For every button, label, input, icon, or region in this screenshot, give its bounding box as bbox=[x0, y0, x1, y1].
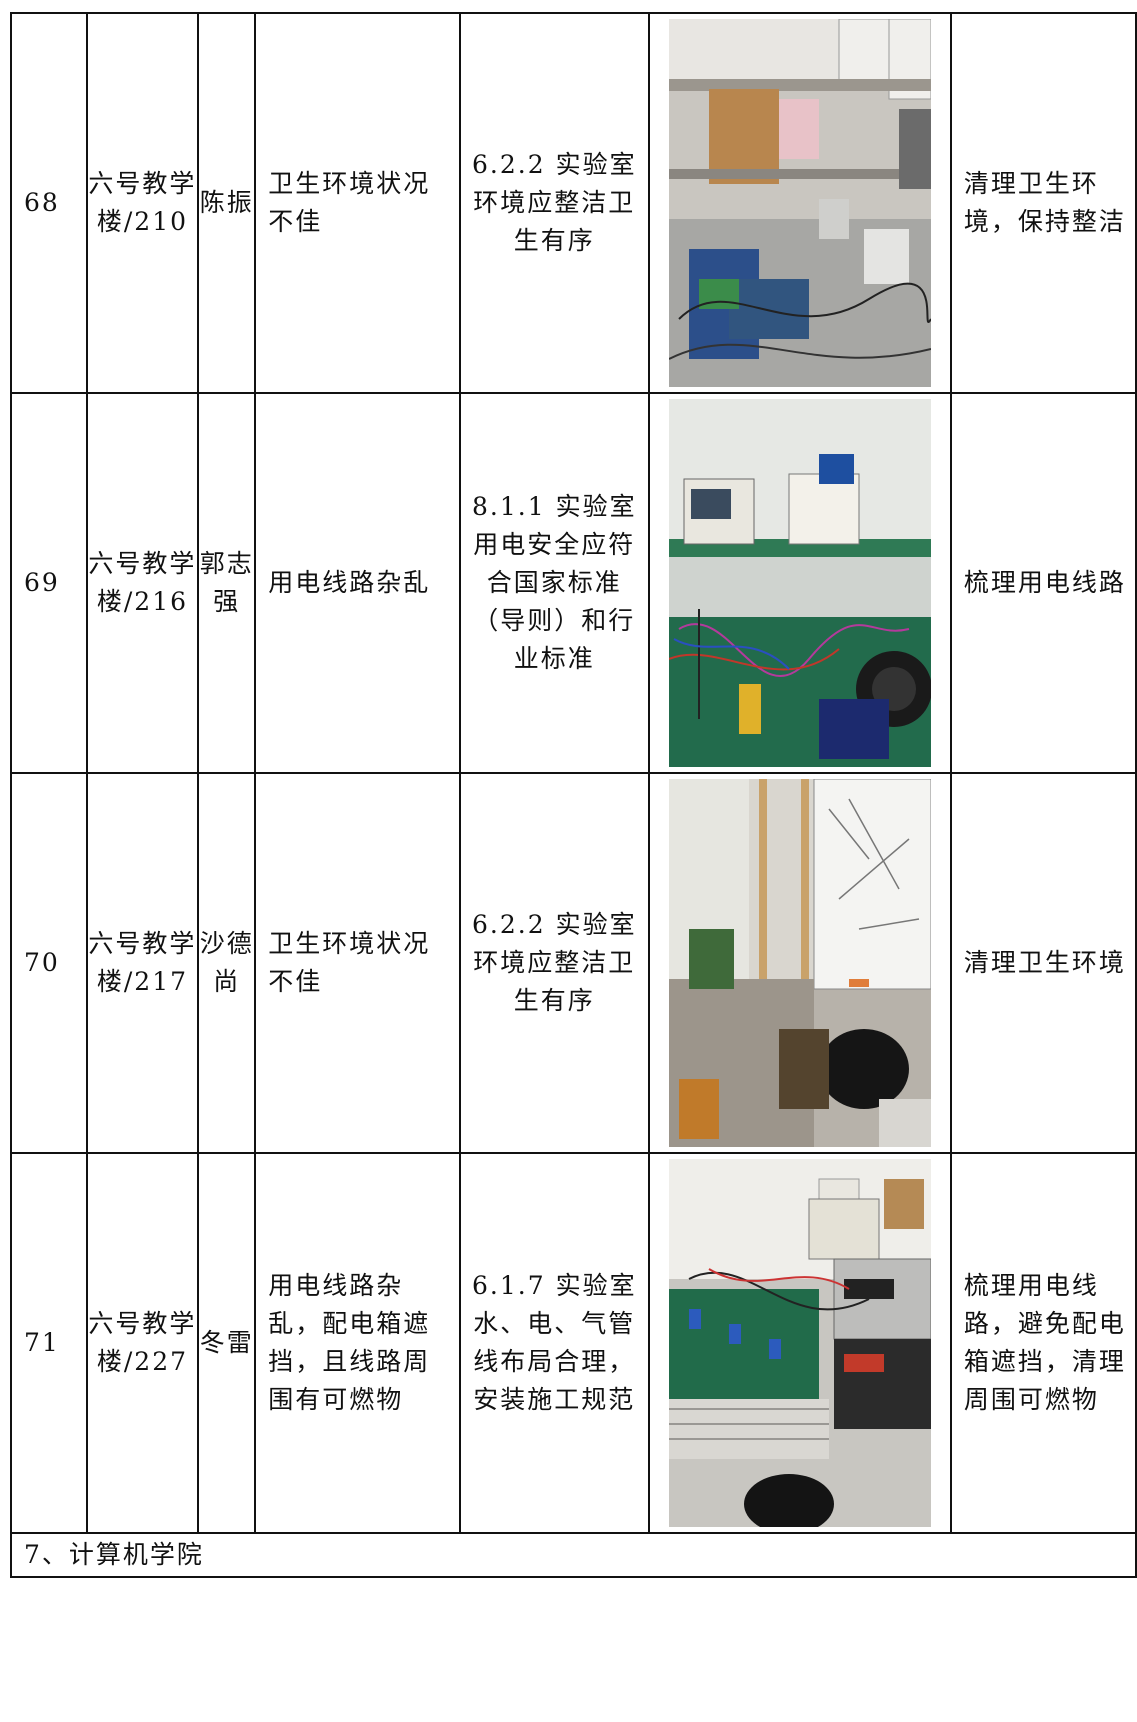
standard-text: 8.1.1 实验室用电安全应符合国家标准（导则）和行业标准 bbox=[472, 492, 637, 673]
lab-room-photo bbox=[668, 779, 931, 1147]
standard-text: 6.2.2 实验室环境应整洁卫生有序 bbox=[472, 910, 637, 1015]
photo-cell bbox=[647, 392, 952, 774]
row-number: 68 bbox=[10, 12, 88, 394]
standard-cell: 6.1.7 实验室水、电、气管线布局合理，安装施工规范 bbox=[459, 1152, 650, 1534]
wiring-photo bbox=[668, 399, 931, 767]
inspection-table: 68 六号教学楼/210 陈振 卫生环境状况不佳 6.2.2 实验室环境应整洁卫… bbox=[10, 12, 1137, 1578]
person-name: 郭志强 bbox=[199, 549, 254, 616]
photo-cell bbox=[647, 1152, 952, 1534]
location-cell: 六号教学楼/210 bbox=[85, 12, 200, 394]
rectification-cell: 清理卫生环境 bbox=[949, 772, 1137, 1154]
person-cell: 沙德尚 bbox=[197, 772, 257, 1154]
person-name: 沙德尚 bbox=[199, 929, 254, 996]
location-text: 六号教学楼/227 bbox=[88, 1309, 197, 1376]
issue-cell: 卫生环境状况不佳 bbox=[254, 772, 462, 1154]
standard-text: 6.1.7 实验室水、电、气管线布局合理，安装施工规范 bbox=[472, 1271, 637, 1414]
rectification-cell: 梳理用电线路，避免配电箱遮挡，清理周围可燃物 bbox=[949, 1152, 1137, 1534]
row-number: 70 bbox=[10, 772, 88, 1154]
location-text: 六号教学楼/217 bbox=[88, 929, 197, 996]
issue-text: 卫生环境状况不佳 bbox=[268, 929, 431, 996]
issue-text: 用电线路杂乱 bbox=[268, 568, 431, 597]
issue-text: 用电线路杂乱，配电箱遮挡，且线路周围有可燃物 bbox=[268, 1271, 431, 1414]
lab-bench-photo bbox=[668, 19, 931, 387]
section-heading: 7、计算机学院 bbox=[10, 1532, 1137, 1578]
location-text: 六号教学楼/210 bbox=[88, 169, 197, 236]
issue-text: 卫生环境状况不佳 bbox=[268, 169, 431, 236]
photo-cell bbox=[647, 772, 952, 1154]
location-cell: 六号教学楼/216 bbox=[85, 392, 200, 774]
location-cell: 六号教学楼/217 bbox=[85, 772, 200, 1154]
person-name: 陈振 bbox=[199, 188, 254, 217]
photo-cell bbox=[647, 12, 952, 394]
person-cell: 郭志强 bbox=[197, 392, 257, 774]
person-cell: 冬雷 bbox=[197, 1152, 257, 1534]
person-cell: 陈振 bbox=[197, 12, 257, 394]
rectification-cell: 清理卫生环境，保持整洁 bbox=[949, 12, 1137, 394]
table-row: 71 六号教学楼/227 冬雷 用电线路杂乱，配电箱遮挡，且线路周围有可燃物 6… bbox=[10, 1152, 1137, 1534]
rectification-text: 梳理用电线路 bbox=[963, 568, 1126, 597]
rectification-text: 清理卫生环境，保持整洁 bbox=[963, 169, 1126, 236]
section-row: 7、计算机学院 bbox=[10, 1532, 1137, 1578]
issue-cell: 卫生环境状况不佳 bbox=[254, 12, 462, 394]
issue-cell: 用电线路杂乱 bbox=[254, 392, 462, 774]
standard-text: 6.2.2 实验室环境应整洁卫生有序 bbox=[472, 150, 637, 255]
power-supply-photo bbox=[668, 1159, 931, 1527]
rectification-cell: 梳理用电线路 bbox=[949, 392, 1137, 774]
rectification-text: 梳理用电线路，避免配电箱遮挡，清理周围可燃物 bbox=[963, 1271, 1126, 1414]
location-text: 六号教学楼/216 bbox=[88, 549, 197, 616]
standard-cell: 6.2.2 实验室环境应整洁卫生有序 bbox=[459, 12, 650, 394]
table-row: 70 六号教学楼/217 沙德尚 卫生环境状况不佳 6.2.2 实验室环境应整洁… bbox=[10, 772, 1137, 1154]
table-row: 69 六号教学楼/216 郭志强 用电线路杂乱 8.1.1 实验室用电安全应符合… bbox=[10, 392, 1137, 774]
person-name: 冬雷 bbox=[199, 1328, 254, 1357]
table-row: 68 六号教学楼/210 陈振 卫生环境状况不佳 6.2.2 实验室环境应整洁卫… bbox=[10, 12, 1137, 394]
issue-cell: 用电线路杂乱，配电箱遮挡，且线路周围有可燃物 bbox=[254, 1152, 462, 1534]
standard-cell: 8.1.1 实验室用电安全应符合国家标准（导则）和行业标准 bbox=[459, 392, 650, 774]
row-number: 71 bbox=[10, 1152, 88, 1534]
rectification-text: 清理卫生环境 bbox=[963, 948, 1126, 977]
standard-cell: 6.2.2 实验室环境应整洁卫生有序 bbox=[459, 772, 650, 1154]
location-cell: 六号教学楼/227 bbox=[85, 1152, 200, 1534]
row-number: 69 bbox=[10, 392, 88, 774]
